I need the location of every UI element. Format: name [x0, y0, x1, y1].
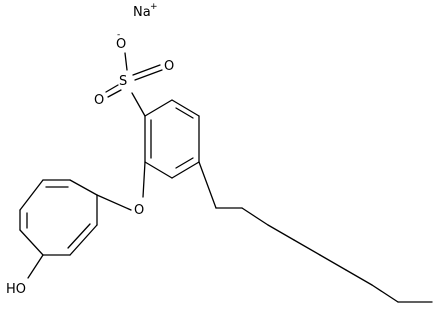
sodium-label: Na	[133, 5, 151, 20]
sulfonate-group	[105, 52, 163, 117]
sulfur-label: S	[119, 74, 127, 89]
double-bond	[105, 84, 119, 93]
oxygen-right-label: O	[164, 59, 174, 74]
sodium-charge: +	[150, 2, 158, 12]
bond	[69, 179, 98, 196]
bond	[69, 224, 98, 256]
bond	[241, 207, 269, 226]
ether-linkage	[96, 161, 146, 211]
bond	[131, 92, 146, 117]
double-bond	[134, 69, 163, 81]
double-bond	[175, 107, 194, 119]
bond	[171, 161, 200, 179]
bond	[142, 161, 146, 198]
hydroxyl-label: HO	[6, 282, 26, 297]
double-bond	[132, 64, 161, 76]
octyl-chain	[198, 161, 433, 303]
bond	[267, 224, 295, 241]
ring-a	[19, 179, 98, 279]
oxygen-top-label: O	[116, 37, 126, 52]
bond	[198, 161, 217, 209]
oxygen-left-label: O	[94, 93, 104, 108]
bond	[124, 52, 128, 71]
bond	[19, 229, 44, 256]
bond	[319, 254, 347, 271]
bond	[171, 99, 200, 117]
double-bond	[107, 89, 122, 98]
bond	[96, 194, 132, 211]
bond	[19, 179, 44, 211]
oxygen-top-charge: -	[117, 30, 120, 40]
double-bond	[67, 223, 91, 249]
double-bond	[175, 157, 194, 169]
ring-b	[144, 99, 200, 179]
bond	[144, 99, 173, 117]
bond	[27, 254, 44, 279]
bond	[371, 284, 399, 303]
bond	[345, 269, 373, 286]
bond	[293, 239, 321, 256]
bond	[144, 161, 173, 179]
ether-oxygen-label: O	[134, 203, 144, 218]
